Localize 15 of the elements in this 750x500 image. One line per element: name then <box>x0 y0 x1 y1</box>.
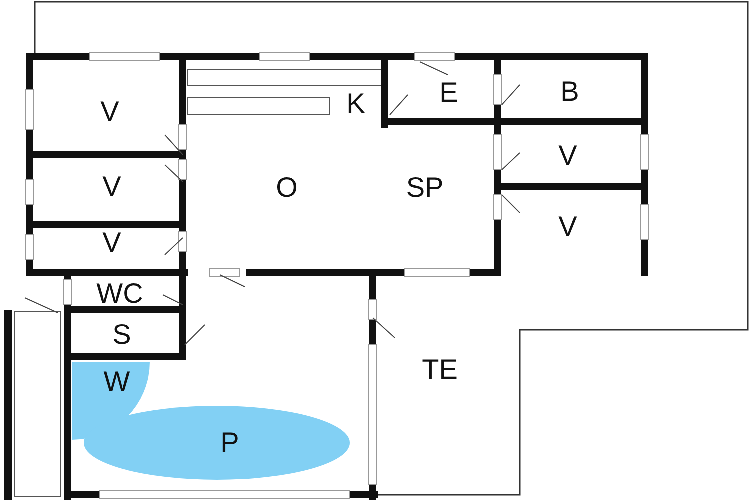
room-label: V <box>102 229 122 257</box>
room-label: B <box>560 78 580 106</box>
room-label: TE <box>422 356 458 384</box>
room-label: V <box>102 173 122 201</box>
room-label: K <box>346 90 366 118</box>
room-label: P <box>220 429 240 457</box>
room-label: V <box>100 98 120 126</box>
room-label: V <box>558 213 578 241</box>
room-label: O <box>276 174 298 202</box>
room-label: V <box>558 142 578 170</box>
room-label: WC <box>96 280 144 308</box>
room-label: S <box>112 321 132 349</box>
room-label: W <box>104 368 130 396</box>
room-label: E <box>440 79 458 107</box>
room-label: SP <box>406 174 444 202</box>
